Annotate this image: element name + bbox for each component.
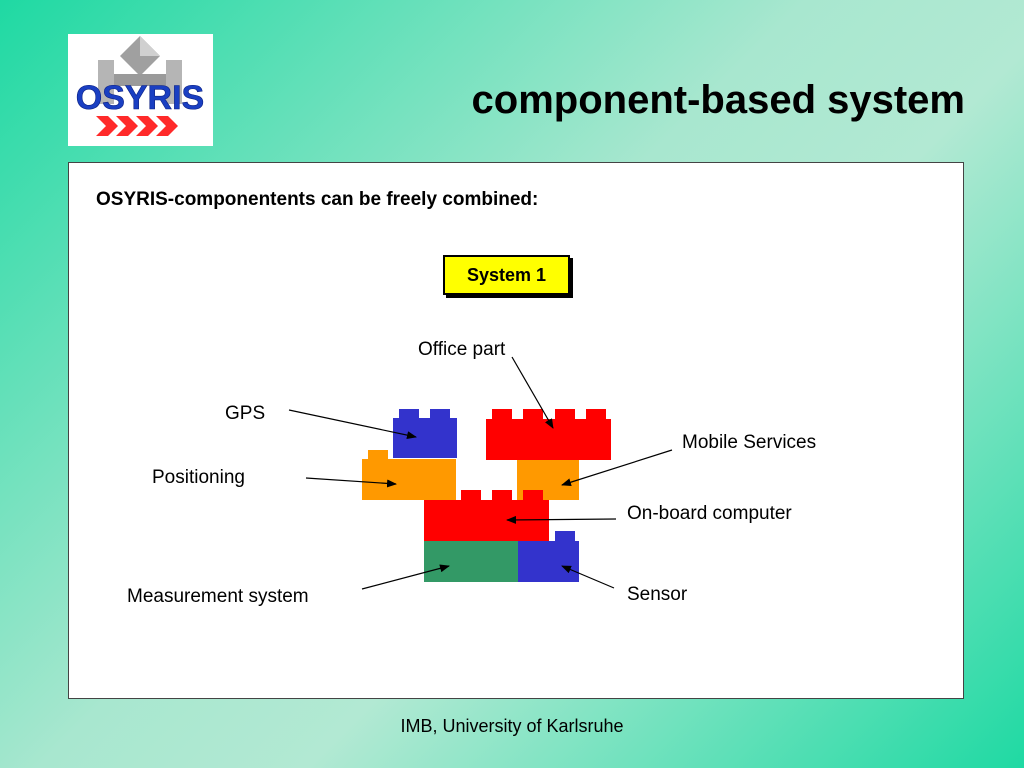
measurement-system-arrow [361, 564, 450, 590]
label-mobile-services: Mobile Services [682, 432, 816, 453]
measurement-system-block [424, 541, 518, 582]
logo-pillar-left [98, 60, 114, 104]
positioning-arrow [305, 477, 397, 488]
label-measurement-system: Measurement system [127, 586, 309, 607]
panel-heading: OSYRIS-componentents can be freely combi… [96, 189, 539, 210]
logo-bridge [114, 74, 166, 86]
onboard-computer-block [424, 490, 549, 541]
osyris-logo: OSYRIS [68, 34, 213, 146]
footer-text: IMB, University of Karlsruhe [400, 716, 624, 736]
mobile-services-arrow [561, 449, 673, 487]
office-part-arrow [511, 356, 554, 429]
logo-chevrons-icon [96, 116, 178, 136]
office-part-block [486, 409, 611, 460]
sensor-arrow [561, 565, 615, 589]
slide-title: component-based system [471, 78, 965, 122]
logo-diamond-highlight [140, 36, 160, 56]
sensor-block [518, 531, 579, 582]
gps-arrow [288, 409, 417, 440]
label-onboard-computer: On-board computer [627, 503, 792, 524]
system-label-box: System 1 [443, 255, 570, 295]
label-sensor: Sensor [627, 584, 688, 605]
onboard-computer-arrow [506, 515, 617, 524]
label-gps: GPS [225, 403, 265, 424]
positioning-block [362, 450, 456, 500]
logo-pillar-right [166, 60, 182, 104]
label-office-part: Office part [418, 339, 506, 360]
gps-block [393, 409, 457, 458]
label-positioning: Positioning [152, 467, 245, 488]
logo-wordmark: OSYRIS [76, 79, 204, 117]
